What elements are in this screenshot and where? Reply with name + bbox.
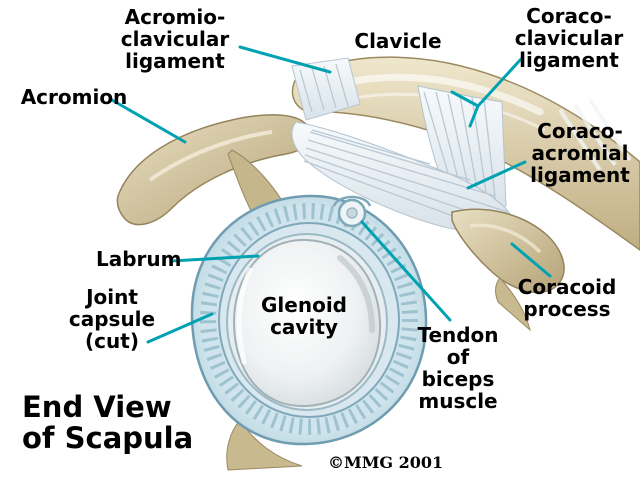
coracoid-process-bone — [451, 208, 565, 332]
leader-lines — [110, 45, 552, 344]
figure-title: End View of Scapula — [22, 390, 194, 456]
glenoid-cavity-surface — [232, 238, 382, 408]
acromion-bone — [116, 114, 311, 226]
label-clavicle: Clavicle — [354, 29, 442, 53]
label-labrum: Labrum — [96, 247, 182, 271]
leader-joint-capsule — [146, 312, 214, 344]
leader-coracoclavicular-branch1 — [450, 90, 480, 108]
leader-labrum — [170, 254, 260, 263]
biceps-tendon — [332, 195, 372, 228]
leader-coracoacromial — [466, 160, 527, 190]
label-joint-capsule: Joint capsule (cut) — [68, 285, 156, 353]
label-glenoid-cavity: Glenoid cavity — [261, 293, 347, 339]
leader-coracoclavicular-main — [476, 56, 524, 108]
scapula-lower-bone — [226, 419, 303, 471]
label-coracoacromial-ligament: Coraco- acromial ligament — [530, 119, 630, 187]
leader-acromioclavicular — [238, 45, 332, 74]
leader-tendon — [360, 220, 452, 322]
acromioclavicular-ligament-fibers — [291, 57, 361, 121]
label-acromion: Acromion — [20, 85, 128, 109]
label-coracoclavicular-ligament: Coraco- clavicular ligament — [514, 4, 624, 72]
label-acromioclavicular-ligament: Acromio- clavicular ligament — [120, 5, 230, 73]
copyright-text: ©MMG 2001 — [328, 453, 444, 472]
label-tendon-of-biceps: Tendon of biceps muscle — [417, 323, 499, 413]
leader-acromion — [110, 98, 187, 144]
label-coracoid-process: Coracoid process — [517, 275, 617, 321]
leader-coracoclavicular-branch2 — [468, 104, 480, 128]
leader-coracoid — [510, 242, 552, 278]
